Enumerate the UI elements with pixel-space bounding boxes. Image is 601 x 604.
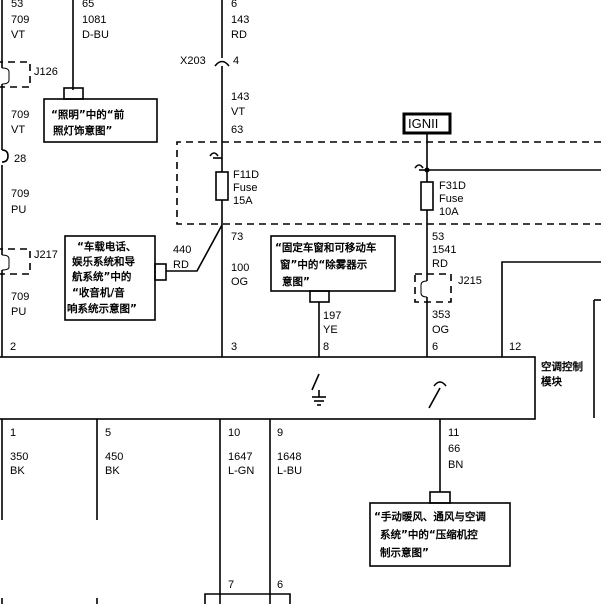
module-pin-8: 8 (323, 341, 329, 353)
wire-66-number: 66 (448, 443, 460, 455)
defog-reference-box (270, 235, 396, 292)
wire-1647-number: 1647 (228, 451, 252, 463)
pin-28-label: 28 (14, 153, 26, 165)
wire-66-color: BN (448, 459, 463, 471)
module-pin-6: 6 (432, 341, 438, 353)
radio-ref-line5: 响系统示意图” (67, 302, 137, 315)
module-pin-3: 3 (231, 341, 237, 353)
module-pin-12: 12 (509, 341, 521, 353)
radio-ref-line4: “收音机/音 (72, 286, 125, 299)
wire-440-color: RD (173, 259, 189, 271)
module-pin-5: 5 (105, 427, 111, 439)
wire-53b-number: 53 (432, 231, 444, 243)
wire-1647-color: L-GN (228, 465, 254, 477)
defog-ref-line3: 意图” (282, 275, 310, 288)
wire-440-number: 440 (173, 244, 191, 256)
x203-pin-label: 4 (233, 55, 239, 67)
wire-353-color: OG (432, 324, 449, 336)
module-pin-9: 9 (277, 427, 283, 439)
radio-reference-box (64, 235, 156, 321)
radio-ref-line3: 航系统”中的 (72, 270, 131, 283)
wire-65-number: 65 (82, 0, 94, 10)
wire-197-color: YE (323, 324, 338, 336)
defog-ref-line2: 窗”中的“除雾器示 (280, 258, 368, 271)
wire-709-number: 709 (11, 14, 29, 26)
lighting-ref-line1: “照明”中的“前 (51, 108, 125, 121)
wire-709b-number: 709 (11, 109, 29, 121)
wire-350-number: 350 (10, 451, 28, 463)
wire-709d-color: PU (11, 306, 26, 318)
wire-350-color: BK (10, 465, 25, 477)
wire-709-color: VT (11, 29, 25, 41)
radio-ref-line1: “车载电话、 (77, 240, 136, 253)
fuse-f11d-name: F11D (233, 169, 259, 181)
wire-1541-number: 1541 (432, 244, 456, 256)
fuse-f11d-type: Fuse (233, 182, 257, 194)
hvac-ref-line3: 制示意图” (380, 546, 429, 559)
compressor-switch-icon (428, 381, 447, 409)
lighting-ref-line2: 照灯饰意图” (53, 124, 112, 137)
wire-143b-number: 143 (231, 91, 249, 103)
fuse-f11d (215, 171, 229, 201)
wire-353-number: 353 (432, 309, 450, 321)
fuse-f31d-name: F31D (439, 180, 466, 192)
pin-6-label: 6 (277, 579, 283, 591)
wire-100-number: 100 (231, 262, 249, 274)
j126-label: J126 (34, 66, 58, 78)
wire-450-color: BK (105, 465, 120, 477)
wire-709b-color: VT (11, 124, 25, 136)
x203-connector (214, 60, 230, 67)
wire-709c-number: 709 (11, 188, 29, 200)
module-label-line2: 模块 (541, 375, 562, 388)
fuse-f11d-rating: 15A (233, 195, 253, 207)
j217-label: J217 (34, 249, 58, 261)
wire-1081-color: D-BU (82, 29, 109, 41)
module-label-line1: 空调控制 (541, 360, 583, 373)
hvac-ref-line2: 系统”中的“压缩机控 (380, 528, 478, 541)
hvac-control-module (0, 356, 536, 420)
lighting-reference-box (43, 98, 158, 143)
wire-450-number: 450 (105, 451, 123, 463)
ground-icon (311, 373, 326, 406)
module-pin-2: 2 (10, 341, 16, 353)
wire-197-number: 197 (323, 310, 341, 322)
hvac-ref-line1: “手动暖风、通风与空调 (374, 510, 486, 523)
j215-label: J215 (458, 275, 482, 287)
wire-709d-number: 709 (11, 291, 29, 303)
defog-ref-line1: “固定车窗和可移动车 (275, 241, 377, 254)
wire-1648-color: L-BU (277, 465, 302, 477)
fuse-f31d (420, 181, 434, 211)
wire-143-number: 143 (231, 14, 249, 26)
ignii-label: IGNII (408, 116, 438, 131)
fuse-f31d-type: Fuse (439, 193, 463, 205)
x203-label: X203 (180, 55, 206, 67)
pin-7-label: 7 (228, 579, 234, 591)
wire-1648-number: 1648 (277, 451, 301, 463)
wire-1541-color: RD (432, 258, 448, 270)
fuse-f31d-rating: 10A (439, 206, 459, 218)
module-pin-1: 1 (10, 427, 16, 439)
wire-709c-color: PU (11, 204, 26, 216)
module-pin-11: 11 (448, 427, 459, 439)
wire-6-number: 6 (231, 0, 237, 10)
wire-53-number: 53 (11, 0, 23, 10)
wire-1081-number: 1081 (82, 14, 106, 26)
radio-ref-line2: 娱乐系统和导 (72, 255, 135, 268)
wire-143b-color: VT (231, 106, 245, 118)
module-pin-10: 10 (228, 427, 240, 439)
wire-73-number: 73 (231, 231, 243, 243)
wire-63-number: 63 (231, 124, 243, 136)
wire-143-color: RD (231, 29, 247, 41)
wire-100-color: OG (231, 276, 248, 288)
hvac-reference-box (369, 502, 511, 567)
bottom-connector (204, 593, 291, 604)
left-wire (0, 0, 31, 357)
